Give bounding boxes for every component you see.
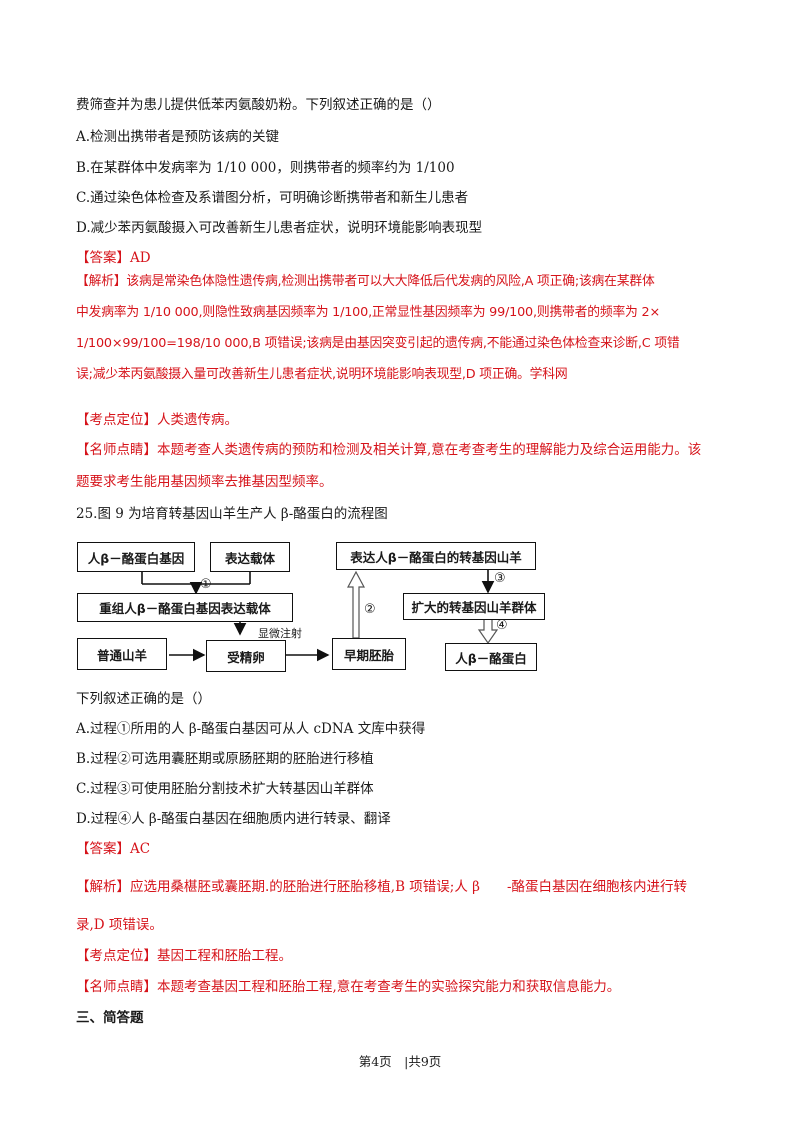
q25-stem: 下列叙述正确的是（） [76,691,211,707]
flow-box-gene: 人β－酪蛋白基因 [77,542,195,572]
point-value: 基因工程和胚胎工程。 [157,948,292,964]
q24-option-d: D.减少苯丙氨酸摄入可改善新生儿患者症状，说明环境能影响表现型 [76,220,483,236]
q25-option-c: C.过程③可使用胚胎分割技术扩大转基因山羊群体 [76,781,374,797]
answer-value: AD [130,250,151,266]
teacher-tag: 【名师点睛】 [76,979,157,995]
flow-box-goat: 普通山羊 [77,638,167,670]
q24-answer: 【答案】AD [76,248,151,268]
q25-option-d: D.过程④人 β-酪蛋白基因在细胞质内进行转录、翻译 [76,811,391,827]
flow-box-goat-group: 扩大的转基因山羊群体 [403,593,545,620]
analysis-line: 应选用桑椹胚或囊胚期.的胚胎进行胚胎移植,B 项错误;人 β -酪蛋白基因在细胞… [130,879,687,895]
analysis-tag: 【解析】 [76,274,127,289]
q24-teacher-note-line2: 题要求考生能用基因频率去推基因型频率。 [76,474,333,490]
q24-analysis: 【解析】该病是常染色体隐性遗传病,检测出携带者可以大大降低后代发病的风险,A 项… [76,266,726,390]
flow-box-embryo: 早期胚胎 [332,638,406,670]
q24-option-b: B.在某群体中发病率为 1/10 000，则携带者的频率约为 1/100 [76,160,455,176]
point-tag: 【考点定位】 [76,412,157,428]
flow-box-recombinant: 重组人β－酪蛋白基因表达载体 [77,593,293,622]
q25-teacher-note: 【名师点睛】本题考查基因工程和胚胎工程,意在考查考生的实验探究能力和获取信息能力… [76,977,620,997]
q25-answer: 【答案】AC [76,839,150,859]
q25-title: 25.图 9 为培育转基因山羊生产人 β-酪蛋白的流程图 [76,506,388,522]
q24-option-c: C.通过染色体检查及系谱图分析，可明确诊断携带者和新生儿患者 [76,190,469,206]
flow-label-step2: ② [364,602,376,617]
q24-teacher-note: 【名师点睛】本题考查人类遗传病的预防和检测及相关计算,意在考查考生的理解能力及综… [76,440,701,460]
answer-tag: 【答案】 [76,250,130,266]
q24-stem-tail: 费筛查并为患儿提供低苯丙氨酸奶粉。下列叙述正确的是（） [76,97,441,113]
analysis-tag: 【解析】 [76,879,130,895]
analysis-line: 1/100×99/100=198/10 000,B 项错误;该病是由基因突变引起… [76,336,680,351]
teacher-line: 本题考查基因工程和胚胎工程,意在考查考生的实验探究能力和获取信息能力。 [157,979,621,995]
q25-point: 【考点定位】基因工程和胚胎工程。 [76,946,292,966]
teacher-tag: 【名师点睛】 [76,442,157,458]
point-value: 人类遗传病。 [157,412,238,428]
q24-option-a: A.检测出携带者是预防该病的关键 [76,129,280,145]
flow-label-microinjection: 显微注射 [258,627,302,640]
analysis-line: 中发病率为 1/10 000,则隐性致病基因频率为 1/100,正常显性基因频率… [76,305,660,320]
point-tag: 【考点定位】 [76,948,157,964]
flow-box-transgenic-goat: 表达人β－酪蛋白的转基因山羊 [336,542,536,570]
flow-box-fertilized-egg: 受精卵 [206,640,286,672]
analysis-line: 该病是常染色体隐性遗传病,检测出携带者可以大大降低后代发病的风险,A 项正确;该… [126,274,655,289]
teacher-line: 本题考查人类遗传病的预防和检测及相关计算,意在考查考生的理解能力及综合运用能力。… [157,442,702,458]
flow-box-protein: 人β－酪蛋白 [445,643,537,671]
page-footer: 第4页 |共9页 [358,1054,442,1069]
flow-box-vector: 表达载体 [210,542,290,572]
flow-label-step3: ③ [494,571,506,586]
q25-analysis-line2: 录,D 项错误。 [76,917,163,933]
flow-label-step1: ① [200,577,212,592]
flow-label-step4: ④ [496,618,508,633]
answer-tag: 【答案】 [76,841,130,857]
answer-value: AC [130,841,151,857]
analysis-line: 误;减少苯丙氨酸摄入量可改善新生儿患者症状,说明环境能影响表现型,D 项正确。学… [76,367,568,382]
q25-option-a: A.过程①所用的人 β-酪蛋白基因可从人 cDNA 文库中获得 [76,721,426,737]
q25-analysis: 【解析】应选用桑椹胚或囊胚期.的胚胎进行胚胎移植,B 项错误;人 β -酪蛋白基… [76,877,687,897]
section-title: 三、简答题 [76,1010,144,1026]
q24-point: 【考点定位】人类遗传病。 [76,410,238,430]
q25-option-b: B.过程②可选用囊胚期或原肠胚期的胚胎进行移植 [76,751,374,767]
